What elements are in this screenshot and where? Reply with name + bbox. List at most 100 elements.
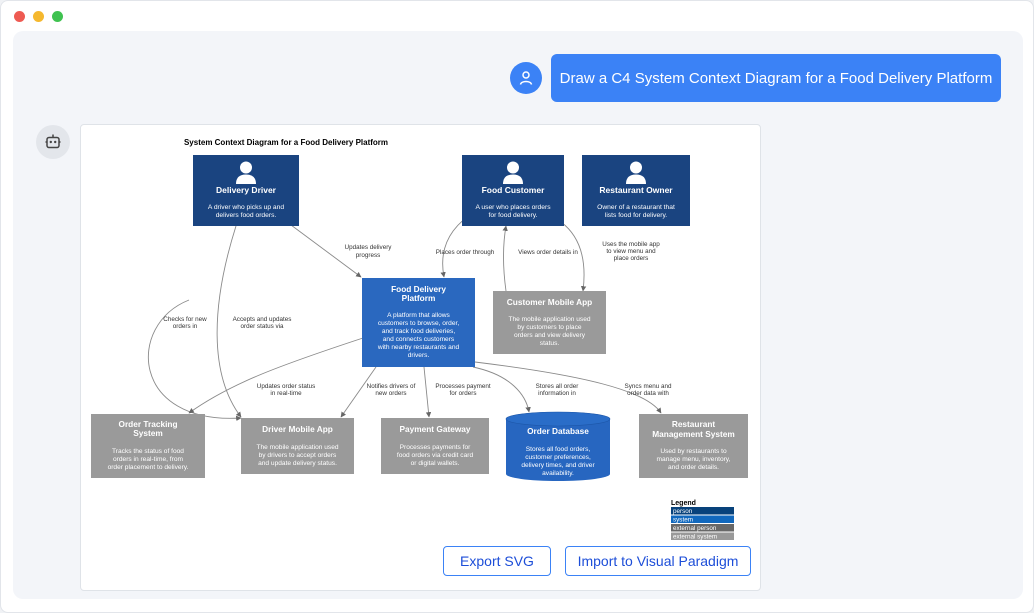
rel-notifies-drivers: Notifies drivers of bbox=[367, 383, 416, 390]
rel-updates-status-2: in real-time bbox=[270, 390, 302, 397]
rel-checks-orders: Checks for new bbox=[163, 316, 207, 323]
close-window-icon[interactable] bbox=[14, 11, 25, 22]
svg-text:orders and view delivery: orders and view delivery bbox=[514, 332, 586, 339]
external-payment-gateway: Payment Gateway Processes payments for f… bbox=[381, 418, 489, 474]
svg-text:with nearby restaurants and: with nearby restaurants and bbox=[377, 344, 460, 351]
rel-accepts-updates: Accepts and updates bbox=[233, 316, 292, 323]
svg-text:Delivery Driver: Delivery Driver bbox=[216, 185, 277, 195]
rel-stores-orders-2: information in bbox=[538, 390, 576, 397]
diagram-title: System Context Diagram for a Food Delive… bbox=[184, 138, 388, 147]
legend-swatch-external-system bbox=[671, 532, 734, 540]
legend-swatch-external-person bbox=[671, 524, 734, 532]
svg-text:food orders via credit card: food orders via credit card bbox=[397, 452, 474, 459]
svg-text:order placement to delivery.: order placement to delivery. bbox=[108, 464, 189, 471]
rel-updates-delivery-2: progress bbox=[356, 252, 381, 259]
svg-text:Restaurant: Restaurant bbox=[672, 419, 716, 429]
svg-text:by drivers to accept orders: by drivers to accept orders bbox=[259, 452, 337, 459]
legend-system: system bbox=[673, 517, 693, 524]
svg-text:for food delivery.: for food delivery. bbox=[489, 212, 538, 219]
svg-text:or digital wallets.: or digital wallets. bbox=[411, 460, 460, 467]
system-food-delivery-platform: Food Delivery Platform A platform that a… bbox=[362, 278, 475, 367]
svg-text:Processes payments for: Processes payments for bbox=[400, 444, 472, 451]
external-customer-mobile-app: Customer Mobile App The mobile applicati… bbox=[493, 291, 606, 354]
database-order-database: Order Database Stores all food orders, c… bbox=[505, 411, 611, 481]
minimize-window-icon[interactable] bbox=[33, 11, 44, 22]
rel-syncs-menu: Syncs menu and bbox=[625, 383, 672, 390]
svg-text:Restaurant Owner: Restaurant Owner bbox=[599, 185, 673, 195]
user-icon bbox=[510, 62, 542, 94]
svg-text:delivery times, and driver: delivery times, and driver bbox=[521, 462, 595, 469]
export-svg-button[interactable]: Export SVG bbox=[443, 546, 551, 576]
svg-text:Tracks the status of food: Tracks the status of food bbox=[112, 448, 184, 455]
rel-views-order: Views order details in bbox=[518, 249, 578, 256]
legend-external-person: external person bbox=[673, 525, 717, 532]
svg-text:and update delivery status.: and update delivery status. bbox=[258, 460, 337, 467]
rel-accepts-updates-2: order status via bbox=[240, 323, 284, 330]
svg-text:A platform that allows: A platform that allows bbox=[387, 312, 450, 319]
robot-icon bbox=[36, 125, 70, 159]
svg-text:Food Delivery: Food Delivery bbox=[391, 284, 446, 294]
rel-places-order: Places order through bbox=[436, 249, 495, 256]
external-order-tracking-system: Order Tracking System Tracks the status … bbox=[91, 414, 205, 478]
svg-text:Payment Gateway: Payment Gateway bbox=[399, 424, 470, 434]
svg-text:A user who places orders: A user who places orders bbox=[475, 204, 551, 211]
rel-stores-orders: Stores all order bbox=[536, 383, 579, 390]
rel-updates-status: Updates order status bbox=[257, 383, 315, 390]
relationship-labels: Updates delivery progress Places order t… bbox=[163, 241, 672, 397]
svg-text:availability.: availability. bbox=[542, 470, 574, 477]
relationship-lines bbox=[147, 210, 662, 421]
svg-text:The mobile application used: The mobile application used bbox=[508, 316, 590, 323]
person-restaurant-owner: Restaurant Owner Owner of a restaurant t… bbox=[582, 155, 690, 226]
svg-text:Used by restaurants to: Used by restaurants to bbox=[660, 448, 727, 455]
rel-processes-payment-2: for orders bbox=[450, 390, 477, 397]
svg-text:by customers to place: by customers to place bbox=[517, 324, 581, 331]
svg-text:Owner of a restaurant that: Owner of a restaurant that bbox=[597, 204, 675, 211]
legend-swatch-person bbox=[671, 507, 734, 515]
rel-uses-app: Uses the mobile app bbox=[602, 241, 660, 248]
svg-text:delivers food orders.: delivers food orders. bbox=[216, 212, 277, 219]
svg-text:and order details.: and order details. bbox=[668, 464, 719, 471]
external-restaurant-management-system: Restaurant Management System Used by res… bbox=[639, 414, 748, 478]
svg-text:customers to browse, order,: customers to browse, order, bbox=[378, 320, 460, 327]
svg-text:Management System: Management System bbox=[652, 429, 735, 439]
diagram-legend: Legend person system external person ext… bbox=[671, 500, 734, 541]
svg-text:lists food for delivery.: lists food for delivery. bbox=[605, 212, 667, 219]
rel-checks-orders-2: orders in bbox=[173, 323, 198, 330]
rel-processes-payment: Processes payment bbox=[435, 383, 491, 390]
svg-text:and connects customers: and connects customers bbox=[383, 336, 455, 343]
legend-title: Legend bbox=[671, 500, 696, 507]
diagram-card: System Context Diagram for a Food Delive… bbox=[80, 124, 761, 591]
svg-text:Order Database: Order Database bbox=[527, 426, 589, 436]
legend-external-system: external system bbox=[673, 534, 717, 541]
svg-text:System: System bbox=[133, 428, 163, 438]
svg-text:Food Customer: Food Customer bbox=[482, 185, 545, 195]
import-visual-paradigm-button[interactable]: Import to Visual Paradigm bbox=[565, 546, 751, 576]
svg-text:Driver Mobile App: Driver Mobile App bbox=[262, 424, 333, 434]
svg-text:and track food deliveries,: and track food deliveries, bbox=[382, 328, 455, 335]
maximize-window-icon[interactable] bbox=[52, 11, 63, 22]
rel-syncs-menu-2: order data with bbox=[627, 390, 669, 397]
rel-uses-app-2: to view menu and bbox=[606, 248, 656, 255]
person-food-customer: Food Customer A user who places orders f… bbox=[462, 155, 564, 226]
svg-text:drivers.: drivers. bbox=[408, 352, 430, 359]
svg-text:Order Tracking: Order Tracking bbox=[118, 419, 177, 429]
person-delivery-driver: Delivery Driver A driver who picks up an… bbox=[193, 155, 299, 226]
svg-text:status.: status. bbox=[540, 340, 560, 347]
legend-swatch-system bbox=[671, 515, 734, 523]
svg-text:customer preferences,: customer preferences, bbox=[525, 454, 591, 461]
svg-text:The mobile application used: The mobile application used bbox=[256, 444, 338, 451]
svg-text:orders in real-time, from: orders in real-time, from bbox=[113, 456, 183, 463]
rel-notifies-drivers-2: new orders bbox=[375, 390, 406, 397]
legend-person: person bbox=[673, 508, 693, 515]
svg-text:Customer Mobile App: Customer Mobile App bbox=[507, 297, 592, 307]
svg-text:Stores all food orders,: Stores all food orders, bbox=[526, 446, 591, 453]
svg-text:A driver who picks up and: A driver who picks up and bbox=[208, 204, 284, 211]
svg-text:Platform: Platform bbox=[402, 293, 436, 303]
svg-text:manage menu, inventory,: manage menu, inventory, bbox=[657, 456, 731, 463]
c4-context-diagram: System Context Diagram for a Food Delive… bbox=[91, 138, 748, 541]
rel-uses-app-3: place orders bbox=[614, 255, 649, 262]
external-driver-mobile-app: Driver Mobile App The mobile application… bbox=[241, 418, 354, 474]
user-message: Draw a C4 System Context Diagram for a F… bbox=[551, 54, 1001, 102]
rel-updates-delivery: Updates delivery bbox=[345, 244, 393, 251]
